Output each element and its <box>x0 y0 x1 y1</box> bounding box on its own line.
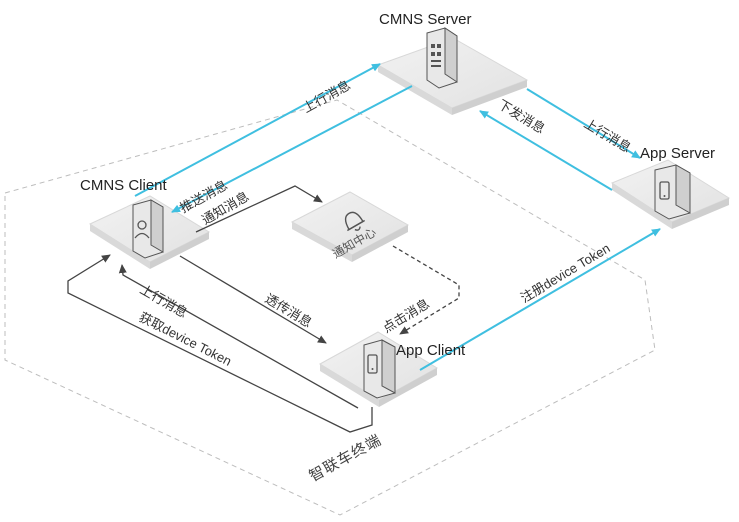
server-cabinet-icon <box>426 27 458 89</box>
arrow-client-to-server-uplink <box>134 63 381 197</box>
edge-label-center-to-appclient-click: 点击消息 <box>380 296 432 336</box>
app-server-label: App Server <box>640 145 715 162</box>
cmns-server-label: CMNS Server <box>379 11 472 28</box>
arrow-cmns-to-appserver-up <box>526 88 641 159</box>
arrow-client-to-center-notify <box>195 185 323 233</box>
cmns-client-label: CMNS Client <box>80 177 168 194</box>
arrow-appserver-to-cmns-down <box>479 110 613 191</box>
edge-label-appserver-to-cmns-down: 下发消息 <box>495 97 547 137</box>
arrow-appclient-to-client-uplink <box>118 264 359 409</box>
edge-label-appclient-get-token: 获取device Token <box>137 309 234 369</box>
arrow-server-to-client-push <box>171 85 413 213</box>
app-client-label: App Client <box>396 342 466 359</box>
terminal-region-label: 智联车终端 <box>306 431 385 486</box>
edge-label-cmns-to-appserver-up: 上行消息 <box>581 116 633 156</box>
arrow-center-to-appclient-click <box>392 245 460 335</box>
edge-label-appclient-register-token: 注册device Token <box>518 240 613 305</box>
terminal-region-border <box>4 99 656 516</box>
app-client-phone-cabinet-icon <box>363 339 396 399</box>
user-cabinet-icon <box>132 199 164 259</box>
arrow-appclient-register-token <box>419 228 661 371</box>
bell-icon <box>344 211 366 232</box>
arrow-client-to-appclient-passthrough <box>179 255 327 344</box>
arrow-appclient-get-token <box>67 254 373 433</box>
notification-center-platform <box>290 191 410 262</box>
edge-label-client-to-server-uplink: 上行消息 <box>300 77 353 115</box>
phone-cabinet-icon <box>654 164 691 220</box>
